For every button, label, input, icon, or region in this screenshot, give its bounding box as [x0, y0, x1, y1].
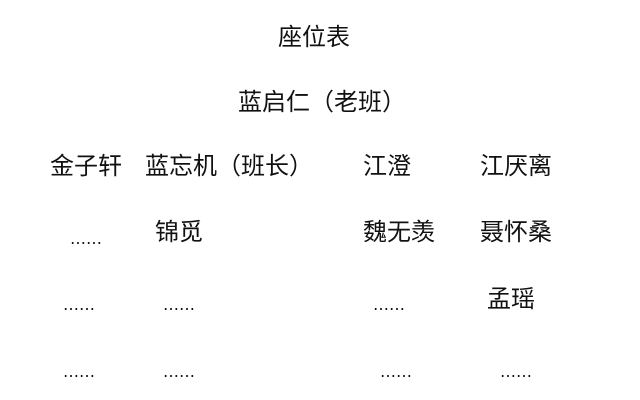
- seat-r3-c4: 孟瑶: [487, 285, 535, 313]
- seat-r4-c1: ……: [63, 362, 95, 381]
- seat-r4-c4: ……: [500, 362, 532, 381]
- seat-r1-c2: 蓝忘机（班长）: [145, 152, 313, 180]
- seat-r4-c3: ……: [380, 362, 412, 381]
- seat-r3-c2: ……: [163, 295, 195, 314]
- seat-r2-c3: 魏无羡: [363, 218, 435, 246]
- seat-r1-c3: 江澄: [363, 152, 411, 180]
- page-title: 座位表: [278, 23, 350, 51]
- seat-r4-c2: ……: [163, 362, 195, 381]
- seat-r1-c1: 金子轩: [50, 152, 122, 180]
- seat-r2-c4: 聂怀桑: [480, 218, 552, 246]
- seat-r3-c3: ……: [373, 295, 405, 314]
- seat-r1-c4: 江厌离: [480, 152, 552, 180]
- teacher-label: 蓝启仁（老班）: [238, 88, 406, 116]
- seat-r2-c2: 锦觅: [155, 218, 203, 246]
- seat-r2-c1: ……: [70, 229, 102, 248]
- seat-r3-c1: ……: [63, 295, 95, 314]
